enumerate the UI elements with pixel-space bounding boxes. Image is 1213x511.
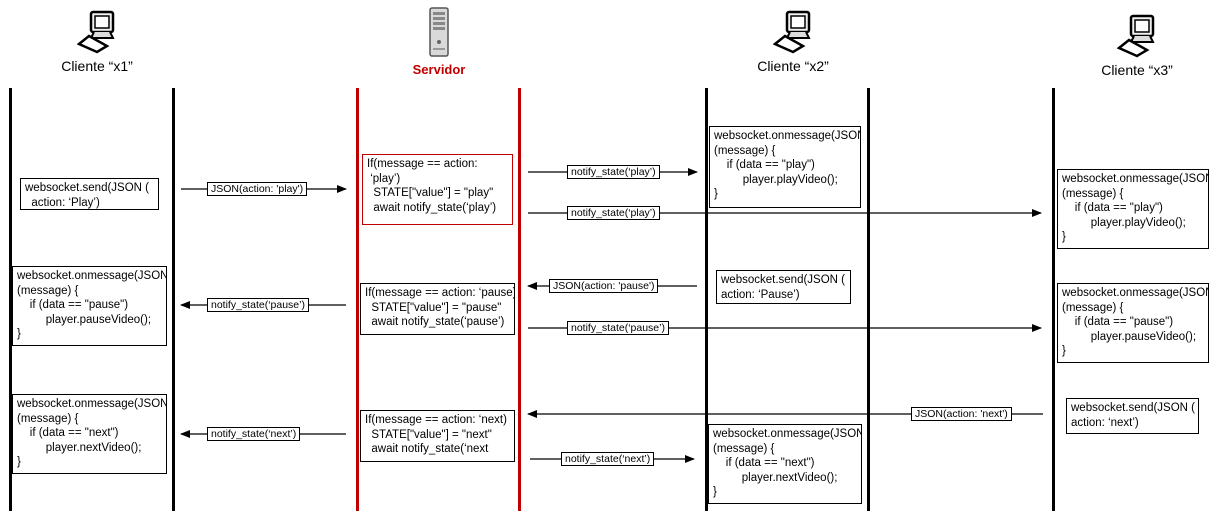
- lifeline-x2-right: [867, 88, 870, 511]
- x2-send-pause-box: websocket.send(JSON ( action: ‘Pause’): [716, 270, 851, 304]
- arrow-label-notify-pause-x1: notify_state(‘pause’): [207, 298, 309, 312]
- lifeline-x1-left: [9, 88, 12, 511]
- arrow-label-json-play: JSON(action: 'play'): [207, 182, 308, 196]
- server-tower-icon: [429, 7, 449, 57]
- arrow-label-notify-pause-x3: notify_state(‘pause’): [567, 321, 669, 335]
- client-x1-label: Cliente “x1”: [61, 58, 133, 74]
- server-node: Servidor: [384, 6, 494, 77]
- arrow-label-json-pause: JSON(action: 'pause'): [549, 279, 659, 293]
- x1-onmessage-pause-box: websocket.onmessage(JSON (message) { if …: [12, 266, 167, 346]
- client-x3-label: Cliente “x3”: [1101, 62, 1173, 78]
- arrow-label-notify-play-x2: notify_state(‘play’): [567, 165, 660, 179]
- server-pause-box: If(message == action: ‘pause) STATE["val…: [360, 283, 515, 335]
- x1-send-play-box: websocket.send(JSON ( action: ‘Play’): [20, 178, 159, 210]
- x3-onmessage-play-box: websocket.onmessage(JSON (message) { if …: [1057, 169, 1209, 249]
- lifeline-server-right: [518, 88, 521, 511]
- client-x2-node: Cliente “x2”: [738, 10, 848, 74]
- client-x2-label: Cliente “x2”: [757, 58, 829, 74]
- arrow-label-notify-next-x2: notify_state(‘next’): [561, 452, 655, 466]
- lifeline-x3-left: [1052, 88, 1055, 511]
- computer-icon: [1117, 14, 1155, 58]
- arrow-label-notify-play-x3: notify_state(‘play’): [567, 206, 660, 220]
- x2-onmessage-next-box: websocket.onmessage(JSON (message) { if …: [708, 424, 862, 504]
- x2-onmessage-play-box: websocket.onmessage(JSON (message) { if …: [709, 126, 861, 208]
- arrow-label-notify-next-x1: notify_state(‘next’): [207, 427, 301, 441]
- client-x1-node: Cliente “x1”: [42, 10, 152, 74]
- lifeline-x2-left: [705, 88, 708, 511]
- lifeline-x1-right: [172, 88, 175, 511]
- lifeline-server-left: [356, 88, 359, 511]
- x3-onmessage-pause-box: websocket.onmessage(JSON (message) { if …: [1057, 283, 1209, 363]
- server-label: Servidor: [412, 62, 466, 77]
- computer-icon: [773, 10, 811, 54]
- server-play-box: If(message == action: ‘play’) STATE["val…: [362, 154, 513, 225]
- x1-onmessage-next-box: websocket.onmessage(JSON (message) { if …: [12, 394, 167, 474]
- x3-send-next-box: websocket.send(JSON ( action: ‘next’): [1066, 398, 1199, 434]
- arrow-label-json-next: JSON(action: 'next'): [911, 407, 1012, 421]
- computer-icon: [77, 10, 115, 54]
- server-next-box: If(message == action: ‘next) STATE["valu…: [360, 410, 515, 462]
- client-x3-node: Cliente “x3”: [1082, 14, 1192, 78]
